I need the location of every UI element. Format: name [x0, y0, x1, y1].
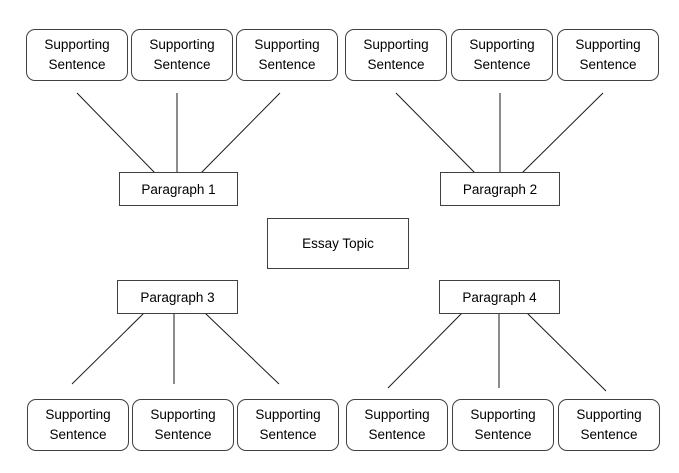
connector-p1-s3: [200, 92, 281, 174]
connector-p4-s1: [387, 312, 463, 389]
paragraph-box: Paragraph 2: [440, 172, 560, 206]
paragraph-box: Paragraph 3: [117, 280, 238, 314]
paragraph-box: Paragraph 4: [439, 280, 560, 314]
connector-p2-s3: [521, 92, 604, 174]
connector-p3-s3: [204, 312, 280, 385]
connector-p1-s1: [76, 92, 156, 174]
connector-p4-s3: [526, 312, 607, 392]
connector-p2-s1: [395, 92, 476, 174]
essay-topic-box: Essay Topic: [267, 218, 409, 269]
connector-p3-s1: [71, 312, 145, 385]
paragraph-box: Paragraph 1: [119, 172, 238, 206]
